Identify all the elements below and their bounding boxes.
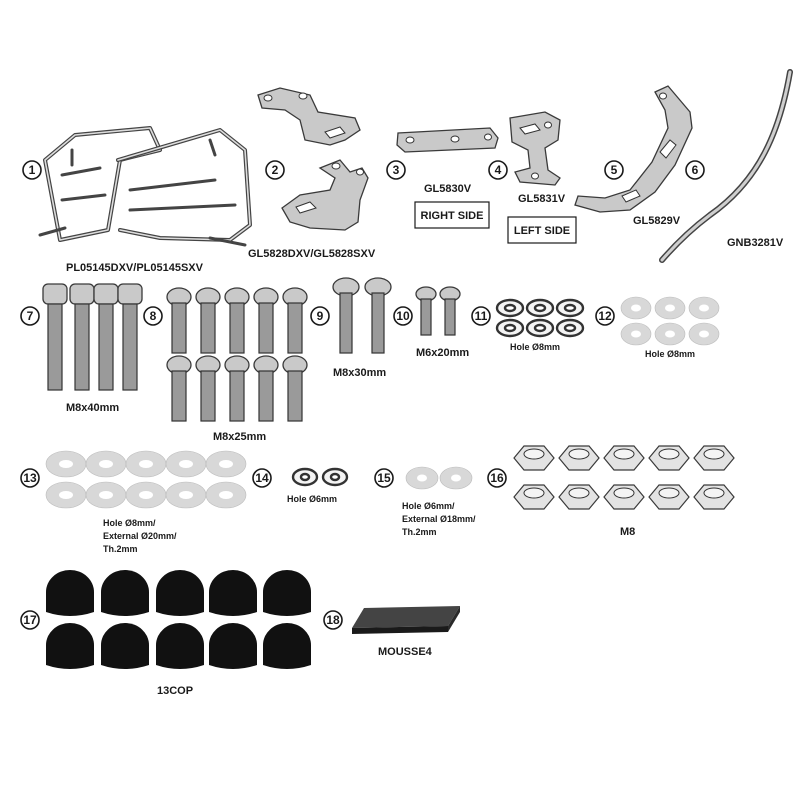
number-badge-5: 5 <box>604 160 624 180</box>
bolts-m8x25-illustration <box>166 287 308 422</box>
part-15-label-line-2: External Ø18mm/ <box>402 514 476 524</box>
black-caps-illustration <box>46 570 311 669</box>
number-badge-10: 10 <box>393 306 413 326</box>
svg-text:12: 12 <box>598 309 612 323</box>
svg-text:16: 16 <box>490 471 504 485</box>
number-badge-12: 12 <box>595 306 615 326</box>
number-badge-11: 11 <box>471 306 491 326</box>
number-badge-16: 16 <box>487 468 507 488</box>
svg-text:17: 17 <box>23 613 37 627</box>
flat-washers-large-illustration <box>45 450 247 509</box>
part-10-label: M6x20mm <box>416 347 469 359</box>
right-side-box: RIGHT SIDE <box>414 201 490 229</box>
svg-text:13: 13 <box>23 471 37 485</box>
bolts-m8x30-illustration <box>332 277 392 354</box>
svg-text:1: 1 <box>29 163 36 177</box>
curved-bracket-illustration <box>574 85 693 213</box>
svg-text:10: 10 <box>396 309 410 323</box>
number-badge-2: 2 <box>265 160 285 180</box>
part-1-label: PL05145DXV/PL05145SXV <box>66 262 204 274</box>
number-badge-13: 13 <box>20 468 40 488</box>
part-6-label: GNB3281V <box>727 237 784 249</box>
long-rod-illustration <box>659 69 793 263</box>
svg-text:11: 11 <box>475 309 488 323</box>
part-13-label-line-1: Hole Ø8mm/ <box>103 518 156 528</box>
number-badge-14: 14 <box>252 468 272 488</box>
right-side-plate-illustration <box>396 127 499 153</box>
part-15-label-line-3: Th.2mm <box>402 527 437 537</box>
part-9-label: M8x30mm <box>333 367 386 379</box>
svg-text:8: 8 <box>150 309 157 323</box>
number-badge-6: 6 <box>685 160 705 180</box>
right-side-label: RIGHT SIDE <box>421 210 484 222</box>
upper-bracket-illustration <box>257 87 369 231</box>
svg-text:15: 15 <box>377 471 391 485</box>
part-4-label: GL5831V <box>518 193 566 205</box>
flat-washers-medium-illustration <box>405 466 473 490</box>
part-2-label: GL5828DXV/GL5828SXV <box>248 248 376 260</box>
part-5-label: GL5829V <box>633 215 681 227</box>
number-badge-4: 4 <box>488 160 508 180</box>
part-3-label: GL5830V <box>424 183 472 195</box>
part-13-label-line-3: Th.2mm <box>103 544 138 554</box>
svg-text:3: 3 <box>393 163 400 177</box>
svg-text:4: 4 <box>495 163 502 177</box>
svg-text:14: 14 <box>255 471 269 485</box>
left-side-box: LEFT SIDE <box>507 216 577 244</box>
number-badge-8: 8 <box>143 306 163 326</box>
svg-text:9: 9 <box>317 309 324 323</box>
left-side-bracket-illustration <box>509 111 561 186</box>
svg-text:7: 7 <box>27 309 34 323</box>
part-14-label: Hole Ø6mm <box>287 494 337 504</box>
part-13-label-line-2: External Ø20mm/ <box>103 531 177 541</box>
lock-washers-small-illustration <box>291 467 349 487</box>
svg-text:2: 2 <box>272 163 279 177</box>
flat-washers-small-illustration <box>620 296 720 346</box>
part-18-label: MOUSSE4 <box>378 646 433 658</box>
part-15-label-line-1: Hole Ø6mm/ <box>402 501 455 511</box>
svg-text:6: 6 <box>692 163 699 177</box>
pannier-frame-illustration <box>38 126 252 247</box>
number-badge-9: 9 <box>310 306 330 326</box>
hex-nuts-m8-illustration <box>513 445 735 510</box>
part-17-label: 13COP <box>157 685 193 697</box>
bolts-m6x20-illustration <box>415 286 461 336</box>
number-badge-3: 3 <box>386 160 406 180</box>
bolts-m8x40-illustration <box>42 283 143 391</box>
foam-strip-illustration <box>352 606 460 634</box>
part-12-label: Hole Ø8mm <box>645 349 695 359</box>
number-badge-15: 15 <box>374 468 394 488</box>
number-badge-17: 17 <box>20 610 40 630</box>
lock-washers-illustration <box>495 298 585 338</box>
part-8-label: M8x25mm <box>213 431 266 443</box>
number-badge-7: 7 <box>20 306 40 326</box>
left-side-label: LEFT SIDE <box>514 225 570 237</box>
svg-text:5: 5 <box>611 163 618 177</box>
number-badge-18: 18 <box>323 610 343 630</box>
part-11-label: Hole Ø8mm <box>510 342 560 352</box>
part-16-label: M8 <box>620 526 635 538</box>
number-badge-1: 1 <box>22 160 42 180</box>
svg-text:18: 18 <box>326 613 340 627</box>
part-7-label: M8x40mm <box>66 402 119 414</box>
